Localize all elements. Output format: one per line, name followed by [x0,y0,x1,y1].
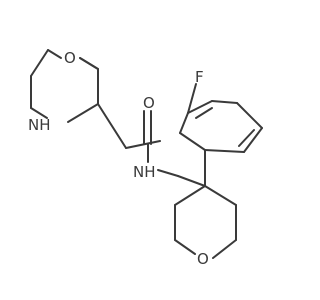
bonds [30,49,263,259]
atom-label-nh-amide: NH [133,163,156,181]
atom-label-o-ring-bottom: O [197,250,209,268]
bond-benz-1 [179,132,206,151]
bond-morph-4 [67,103,99,123]
bond-benz-4 [211,100,238,104]
bond-morph-5 [30,107,48,119]
bond-oxane-1 [174,185,206,206]
atom-label-o-carbonyl: O [143,94,155,112]
molecule-structure: O NH O NH F O [28,49,263,268]
atom-label-nh-morpholine: NH [28,116,51,134]
bond-benz-inner-1 [195,107,213,119]
atom-label-o-ring-top: O [64,49,76,67]
bond-benz-6 [243,127,263,153]
bond-ch2-quat [177,175,206,187]
bond-oxane-6 [204,185,237,206]
bond-benz-inner-2 [238,129,255,147]
atom-label-f-substituent: F [195,68,204,86]
bond-benz-5 [236,102,263,129]
bond-morph-7 [30,49,49,77]
bond-benz-7 [204,149,245,153]
bond-benz-3 [187,100,213,114]
bond-amide-n-ch2 [157,169,179,177]
bond-morph-1 [47,49,62,59]
bond-benz-2 [179,112,189,134]
bond-aryl-f [187,83,197,114]
bond-oxane-4 [212,239,237,259]
bond-chain-1 [97,103,127,149]
bond-chain-2 [125,140,161,149]
atom-labels: O NH O NH F O [28,49,209,268]
bond-morph-8 [79,57,99,70]
bond-oxane-3 [174,239,196,255]
